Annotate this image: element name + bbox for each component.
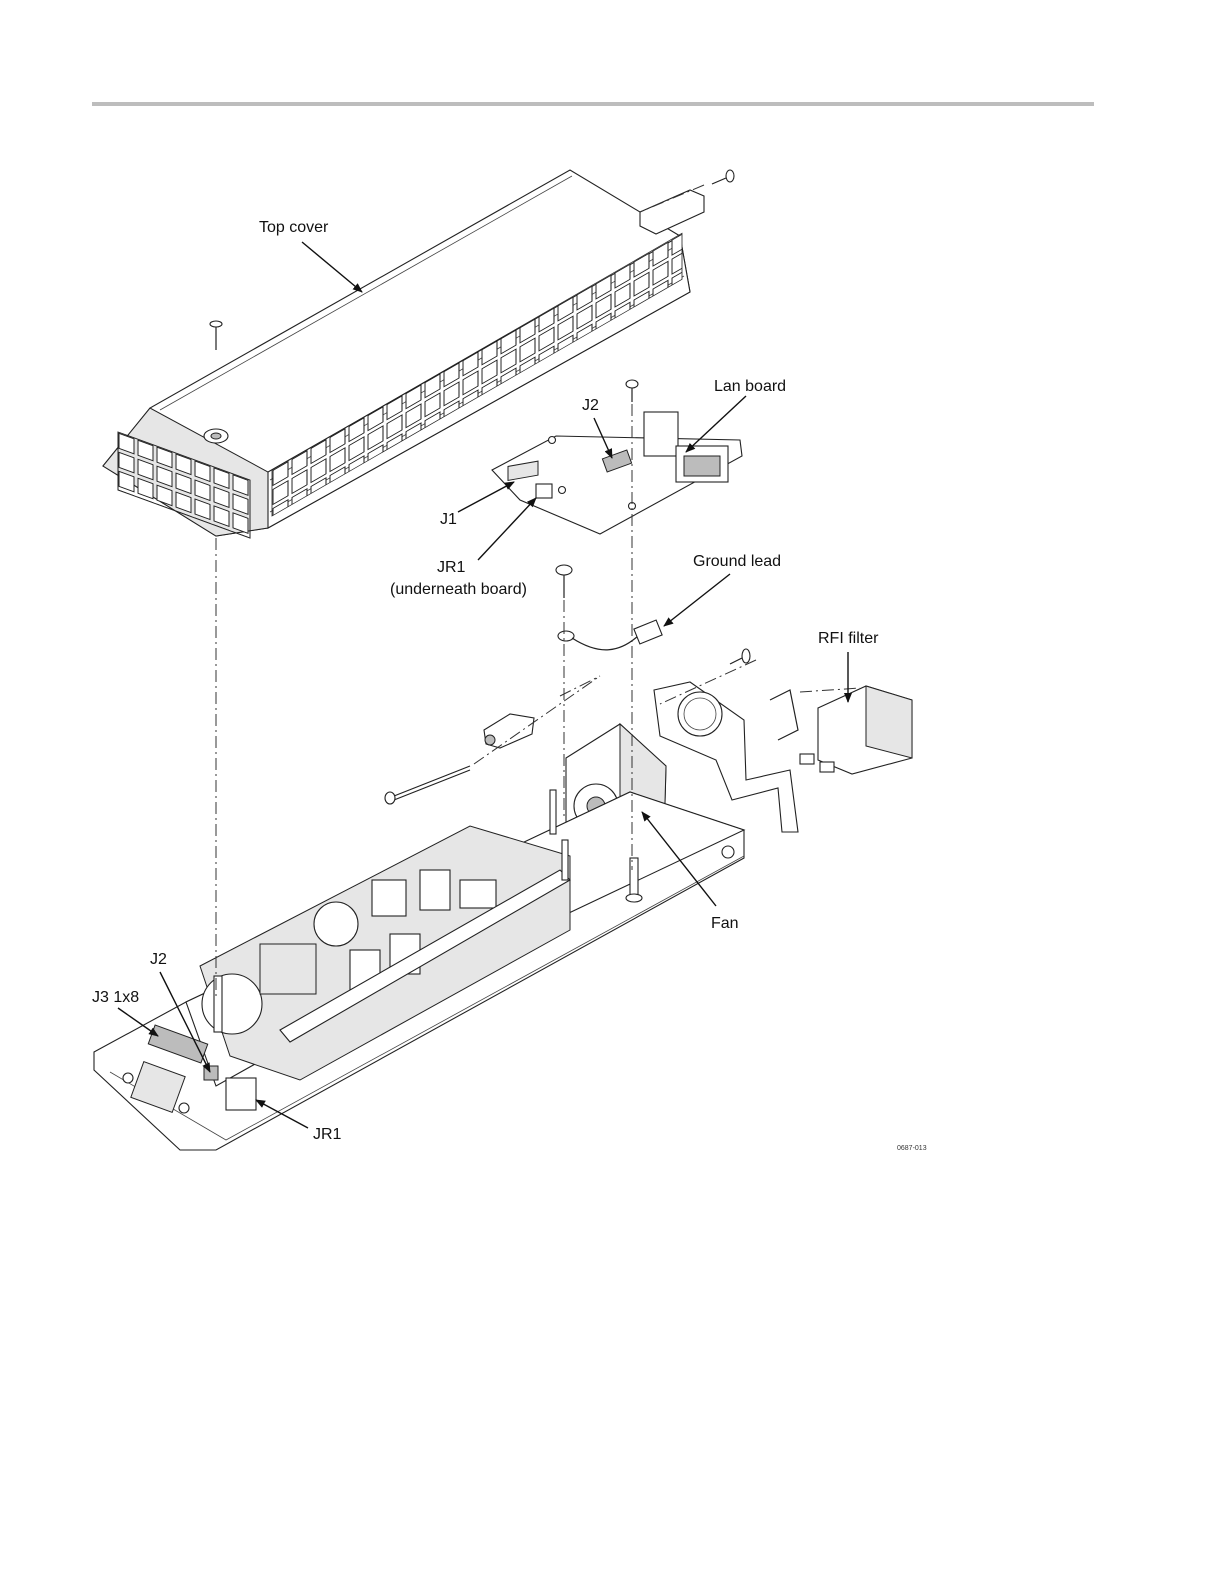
leader-ground-lead <box>664 574 730 626</box>
leader-lan-jr1 <box>478 498 536 560</box>
label-lan-board: Lan board <box>714 378 786 395</box>
label-main-j2: J2 <box>150 951 167 968</box>
label-lan-jr1-note: (underneath board) <box>390 581 527 598</box>
figure-id: 0687-013 <box>897 1145 927 1152</box>
label-top-cover: Top cover <box>259 219 329 236</box>
rfi-filter-part <box>800 686 912 774</box>
label-lan-j2: J2 <box>582 397 599 414</box>
clip-part <box>484 714 534 748</box>
label-main-j3: J3 1x8 <box>92 989 139 1006</box>
label-fan: Fan <box>711 915 739 932</box>
label-lan-j1: J1 <box>440 511 457 528</box>
lan-board-part <box>492 412 742 534</box>
cover-screw-front <box>210 321 222 350</box>
lan-board-screw <box>626 380 638 402</box>
leader-lan-j1 <box>458 482 514 512</box>
rfi-screw <box>730 649 750 664</box>
chassis-part <box>94 790 744 1150</box>
label-lan-jr1: JR1 <box>437 559 466 576</box>
label-rfi-filter: RFI filter <box>818 630 879 647</box>
label-ground-lead: Ground lead <box>693 553 781 570</box>
cover-screw-rear <box>712 170 734 184</box>
leader-top-cover <box>302 242 362 292</box>
ground-lead-part <box>556 565 662 650</box>
label-main-jr1: JR1 <box>313 1126 342 1143</box>
long-screw-part <box>385 766 470 804</box>
